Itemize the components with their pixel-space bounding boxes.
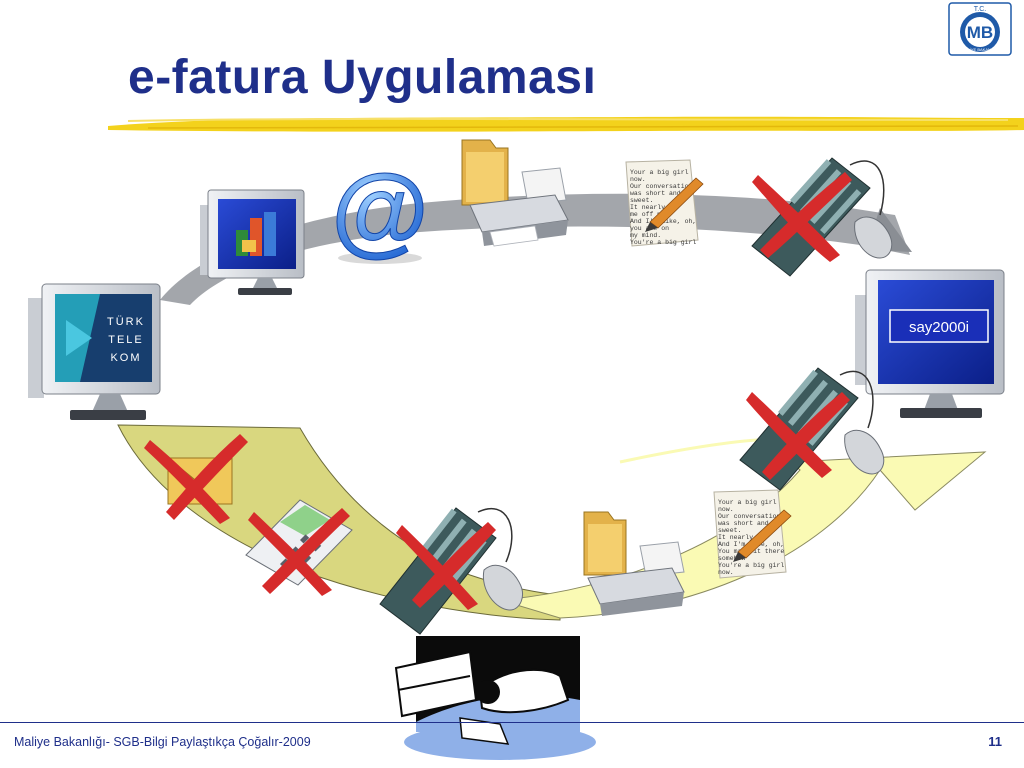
cross-icon-top-right <box>752 172 852 262</box>
gray-arc-arrow <box>160 193 910 305</box>
at-symbol: @ <box>331 154 429 266</box>
doc-top-line-3: Our conversation <box>630 183 693 190</box>
telekom-line-2: TELE <box>108 334 144 346</box>
page-title: e-fatura Uygulaması <box>128 51 597 104</box>
printer-icon-bottom <box>587 541 685 616</box>
doc-bottom-line-10: You're a big girl <box>718 562 784 569</box>
logo-initials: MB <box>967 23 993 42</box>
doc-bottom-line-3: Our conversation <box>718 513 781 520</box>
doc-top-line-6: It nearly <box>630 204 665 211</box>
chart-computer <box>200 189 305 295</box>
say2000i-label: say2000i <box>909 319 969 336</box>
logo-ring-text: MALİYE BAKANLIĞI <box>962 47 999 52</box>
folder-icon-top <box>461 139 509 206</box>
document-icon-top: Your a big girl now. Our conversation wa… <box>625 159 704 247</box>
doc-bottom-line-6: It nearly <box>718 534 753 541</box>
footer-divider <box>0 722 1024 723</box>
doc-top-line-11: You're a big girl <box>630 239 696 246</box>
mouse-icon-right <box>844 430 885 475</box>
doc-top-line-4: was short and <box>630 190 681 197</box>
doc-top-line-10: my mind. <box>630 232 661 239</box>
email-at-icon: @ <box>331 154 430 267</box>
doc-top-line-1: Your a big girl <box>630 169 689 176</box>
doc-bottom-line-5: sweet. <box>718 527 741 534</box>
tired-worker-illustration <box>394 636 596 760</box>
doc-bottom-line-9: somehow <box>718 555 745 562</box>
doc-bottom-line-1: Your a big girl <box>718 499 777 506</box>
ministry-logo: T.C. MB MALİYE BAKANLIĞI <box>948 2 1012 56</box>
title-underline-stroke <box>108 116 1024 132</box>
cross-icon-calculator <box>248 508 350 596</box>
mouse-icon-bottom <box>482 564 523 611</box>
say2000i-computer: say2000i <box>855 269 1005 418</box>
cross-icon-bottom-keyboard <box>396 522 496 610</box>
doc-top-line-7: me off my <box>630 211 665 218</box>
cross-icon-envelope <box>144 434 248 524</box>
doc-bottom-line-11: now. <box>718 569 734 576</box>
document-icon-bottom: Your a big girl now. Our conversation wa… <box>713 489 792 579</box>
doc-top-line-2: now. <box>630 176 646 183</box>
ministry-logo-badge: T.C. MB MALİYE BAKANLIĞI <box>948 2 1012 56</box>
folder-icon-bottom <box>583 511 627 576</box>
cross-icon-right <box>746 392 850 480</box>
telekom-line-3: KOM <box>110 352 141 364</box>
printer-icon-top <box>469 167 569 247</box>
logo-top-text: T.C. <box>974 6 987 13</box>
doc-bottom-line-2: now. <box>718 506 734 513</box>
page-number: 11 <box>988 734 1002 749</box>
mouse-icon-top-right <box>854 216 893 259</box>
telekom-line-1: TÜRK <box>107 316 145 328</box>
telekom-computer: TÜRK TELE KOM <box>28 283 161 420</box>
doc-bottom-line-4: was short and <box>718 520 769 527</box>
doc-top-line-5: sweet. <box>630 197 653 204</box>
footer-text: Maliye Bakanlığı- SGB-Bilgi Paylaştıkça … <box>14 735 311 749</box>
